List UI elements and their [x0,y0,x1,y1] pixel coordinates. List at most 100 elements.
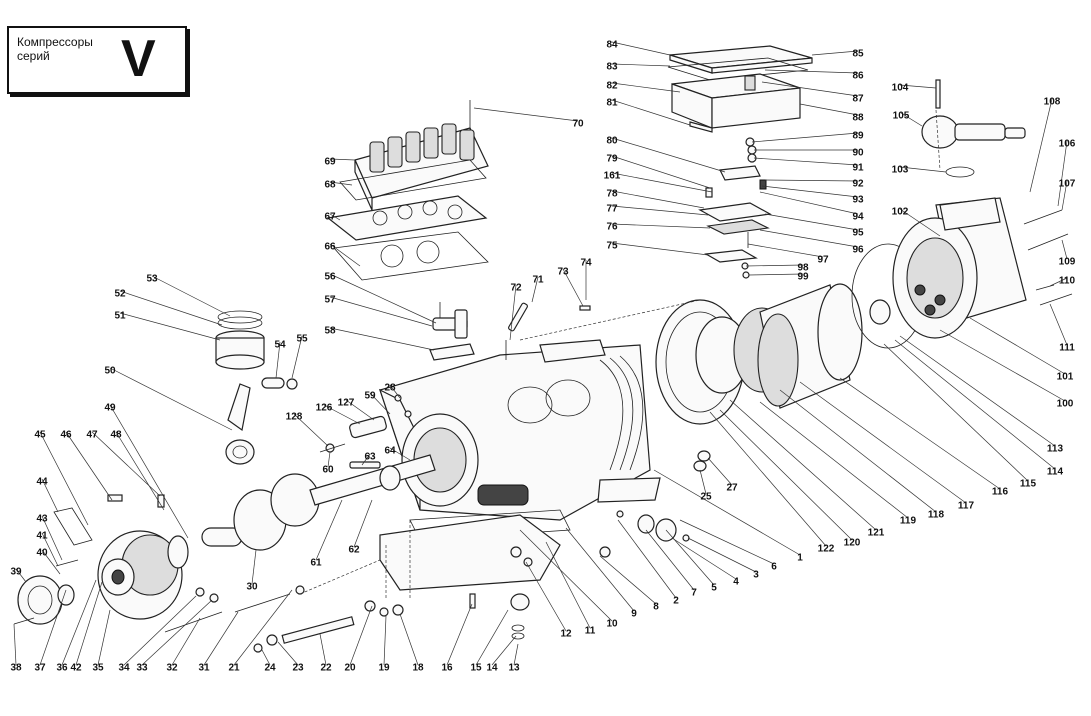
callout-114: 114 [1047,467,1064,478]
leader-line-122 [709,411,827,547]
leader-line-119 [759,401,909,519]
callout-82: 82 [606,81,618,92]
callout-19: 19 [378,663,390,674]
callout-98: 98 [797,263,809,274]
callout-81: 81 [606,98,618,109]
leader-line-6 [679,519,775,565]
callout-41: 41 [36,531,48,542]
leader-line-63 [361,453,371,466]
callout-18: 18 [412,663,424,674]
callout-57: 57 [324,295,336,306]
leader-line-64 [389,447,411,461]
leader-line-80 [611,137,726,173]
callout-14: 14 [486,663,498,674]
leader-line-87 [761,81,859,97]
callout-120: 120 [844,538,861,549]
leader-line-88 [799,103,859,116]
leader-line-120 [719,409,853,541]
callout-111: 111 [1059,343,1075,354]
callout-96: 96 [852,245,864,256]
callout-128: 128 [286,412,303,423]
leader-line-43 [41,515,63,561]
callout-127: 127 [338,398,355,409]
callout-105: 105 [893,111,910,122]
callout-97: 97 [817,255,829,266]
leader-line-46 [65,431,113,501]
leader-line-54 [275,341,281,379]
leader-line-78 [611,190,705,209]
leader-line-34 [123,595,197,666]
callout-69: 69 [324,157,336,168]
callout-107: 107 [1059,179,1076,190]
callout-103: 103 [892,165,909,176]
callout-23: 23 [292,663,304,674]
callout-88: 88 [852,113,864,124]
leader-line-116 [839,377,1001,490]
callout-122: 122 [818,544,835,555]
callout-36: 36 [56,663,68,674]
leader-line-4 [671,537,737,580]
leader-line-99 [748,273,804,276]
callout-83: 83 [606,62,618,73]
leader-line-109 [1061,239,1068,260]
callout-34: 34 [118,663,130,674]
leader-line-110 [1049,277,1068,287]
title-series-label: серий [17,49,50,63]
leader-line-161 [611,172,713,193]
callout-76: 76 [606,222,618,233]
callout-90: 90 [852,148,864,159]
callout-74: 74 [580,258,592,269]
leader-line-72 [509,284,517,341]
leader-line-23 [277,641,299,666]
leader-line-8 [599,555,657,605]
callout-35: 35 [92,663,104,674]
leader-line-67 [329,213,341,221]
leader-line-35 [97,609,111,666]
leader-line-70 [473,107,579,122]
callout-47: 47 [86,430,98,441]
oil-pump-housing [97,530,189,620]
leader-line-104 [899,84,937,89]
bottom-fasteners [13,100,711,653]
callout-100: 100 [1057,399,1074,410]
callout-93: 93 [852,195,864,206]
leader-line-53 [151,275,231,317]
crankcase-body [378,339,661,541]
leader-line-62 [353,499,373,548]
callout-9: 9 [631,609,637,620]
leader-line-86 [764,69,859,74]
leader-line-51 [119,312,221,341]
leader-line-108 [1029,98,1053,193]
leader-line-38 [13,623,17,666]
leader-line-98 [745,264,804,267]
leader-line-60 [327,451,331,468]
leader-line-66 [329,243,361,267]
leader-line-40 [41,549,61,575]
leader-line-33 [141,599,213,666]
alignment-lines [299,109,941,600]
leader-line-11 [545,541,591,629]
callout-40: 40 [36,548,48,559]
callout-102: 102 [892,207,909,218]
callout-1: 1 [797,553,803,564]
leader-line-85 [811,50,859,56]
leader-line-1 [653,469,801,556]
callout-119: 119 [900,516,917,527]
leader-line-89 [751,132,859,143]
callout-94: 94 [852,212,864,223]
leader-line-20 [349,605,373,666]
callout-66: 66 [324,242,336,253]
leader-line-52 [119,290,223,326]
callout-10: 10 [606,619,618,630]
leader-line-10 [519,529,613,622]
callout-38: 38 [10,663,22,674]
callout-42: 42 [70,663,82,674]
leader-line-84 [611,41,671,56]
callout-32: 32 [166,663,178,674]
callout-73: 73 [557,267,569,278]
callout-95: 95 [852,228,864,239]
leader-line-111 [1049,303,1068,346]
callout-15: 15 [470,663,482,674]
callout-30: 30 [246,582,258,593]
leader-line-12 [525,561,567,632]
